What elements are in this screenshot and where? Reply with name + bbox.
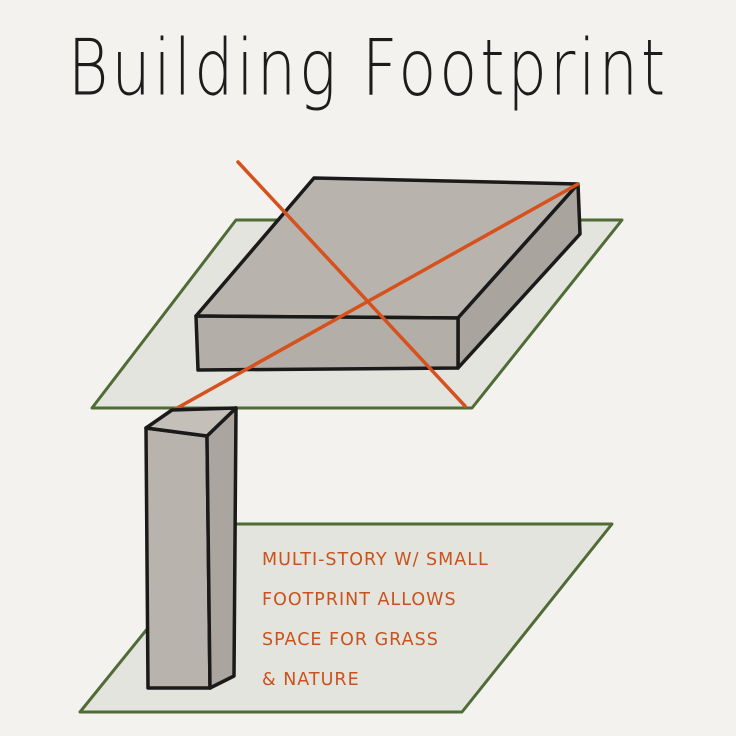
note-line-2: Footprint allows (262, 590, 457, 610)
annotation-note: Multi-story w/ small Footprint allows sp… (262, 540, 562, 700)
tower-side (205, 406, 238, 690)
note-line-1: Multi-story w/ small (262, 550, 489, 570)
note-line-4: & nature (262, 670, 360, 690)
cross-line-2 (168, 182, 580, 414)
tower-front (144, 426, 212, 690)
page-title: Building Footprint (67, 22, 669, 114)
cross-line-1 (236, 160, 467, 408)
note-line-3: space for grass (262, 630, 439, 650)
tower-top (144, 406, 238, 438)
